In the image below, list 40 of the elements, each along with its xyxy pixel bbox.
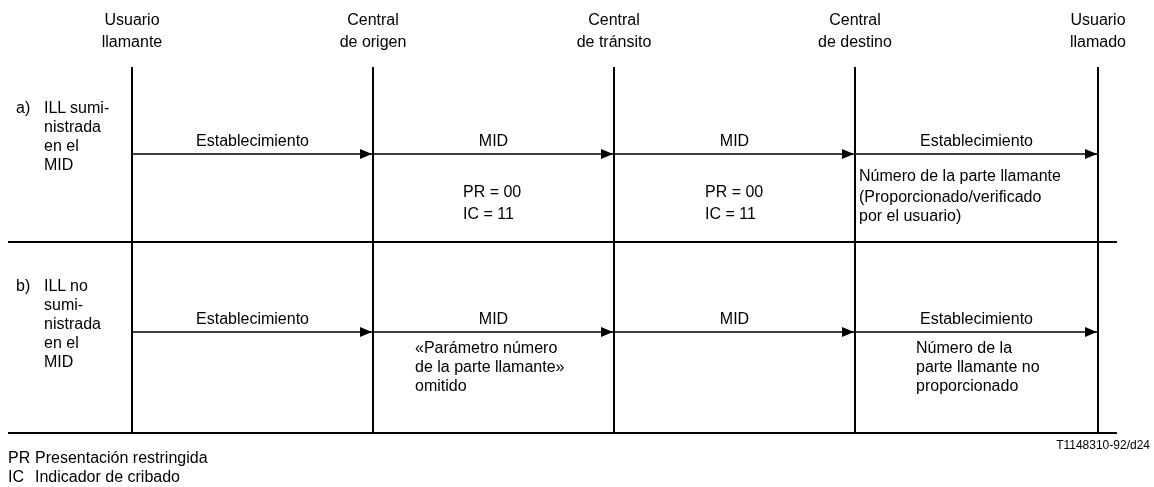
lifeline [131, 67, 133, 433]
lifeline [372, 67, 374, 433]
column-heading: Central [346, 10, 400, 29]
figure-code: T1148310-92/d24 [1055, 437, 1150, 454]
row-description: ILL sumi- nistrada en el MID [44, 98, 111, 174]
note-text: PR = 00 [705, 182, 764, 201]
note-text: «Parámetro número de la parte llamante» omitido [415, 338, 565, 395]
column-heading: Central [587, 10, 641, 29]
abbreviation-meaning: Indicador de cribado [35, 467, 180, 486]
message-arrow [132, 149, 373, 159]
row-label: a) [16, 98, 31, 117]
column-heading: llamado [1069, 32, 1127, 51]
message-arrow [855, 327, 1098, 337]
column-heading: llamante [100, 32, 164, 51]
message-arrow [132, 327, 373, 337]
column-heading: de tránsito [575, 32, 653, 51]
abbreviation-meaning: Presentación restringida [35, 448, 208, 467]
note-text: Número de la parte llamante [859, 166, 1061, 185]
message-arrow [373, 327, 614, 337]
note-text: Número de la parte llamante no proporcionado [916, 338, 1041, 395]
message-arrow [614, 149, 855, 159]
abbreviation: PR [8, 448, 31, 467]
lifeline [613, 67, 615, 433]
row-label: b) [16, 276, 31, 295]
column-heading: de destino [817, 32, 893, 51]
abbreviation: IC [8, 467, 24, 486]
column-heading: Usuario [103, 10, 161, 29]
row-description: ILL no sumi- nistrada en el MID [44, 276, 102, 371]
column-heading: Central [828, 10, 882, 29]
message-arrow [614, 327, 855, 337]
note-text: (Proporcionado/verificado por el usuario) [859, 187, 1043, 225]
lifeline [1097, 67, 1099, 433]
message-arrow [855, 149, 1098, 159]
note-text: PR = 00 [463, 182, 522, 201]
column-heading: de origen [338, 32, 408, 51]
column-heading: Usuario [1069, 10, 1127, 29]
note-text: IC = 11 [705, 204, 756, 223]
note-text: IC = 11 [463, 204, 514, 223]
lifeline [854, 67, 856, 433]
message-arrow [373, 149, 614, 159]
